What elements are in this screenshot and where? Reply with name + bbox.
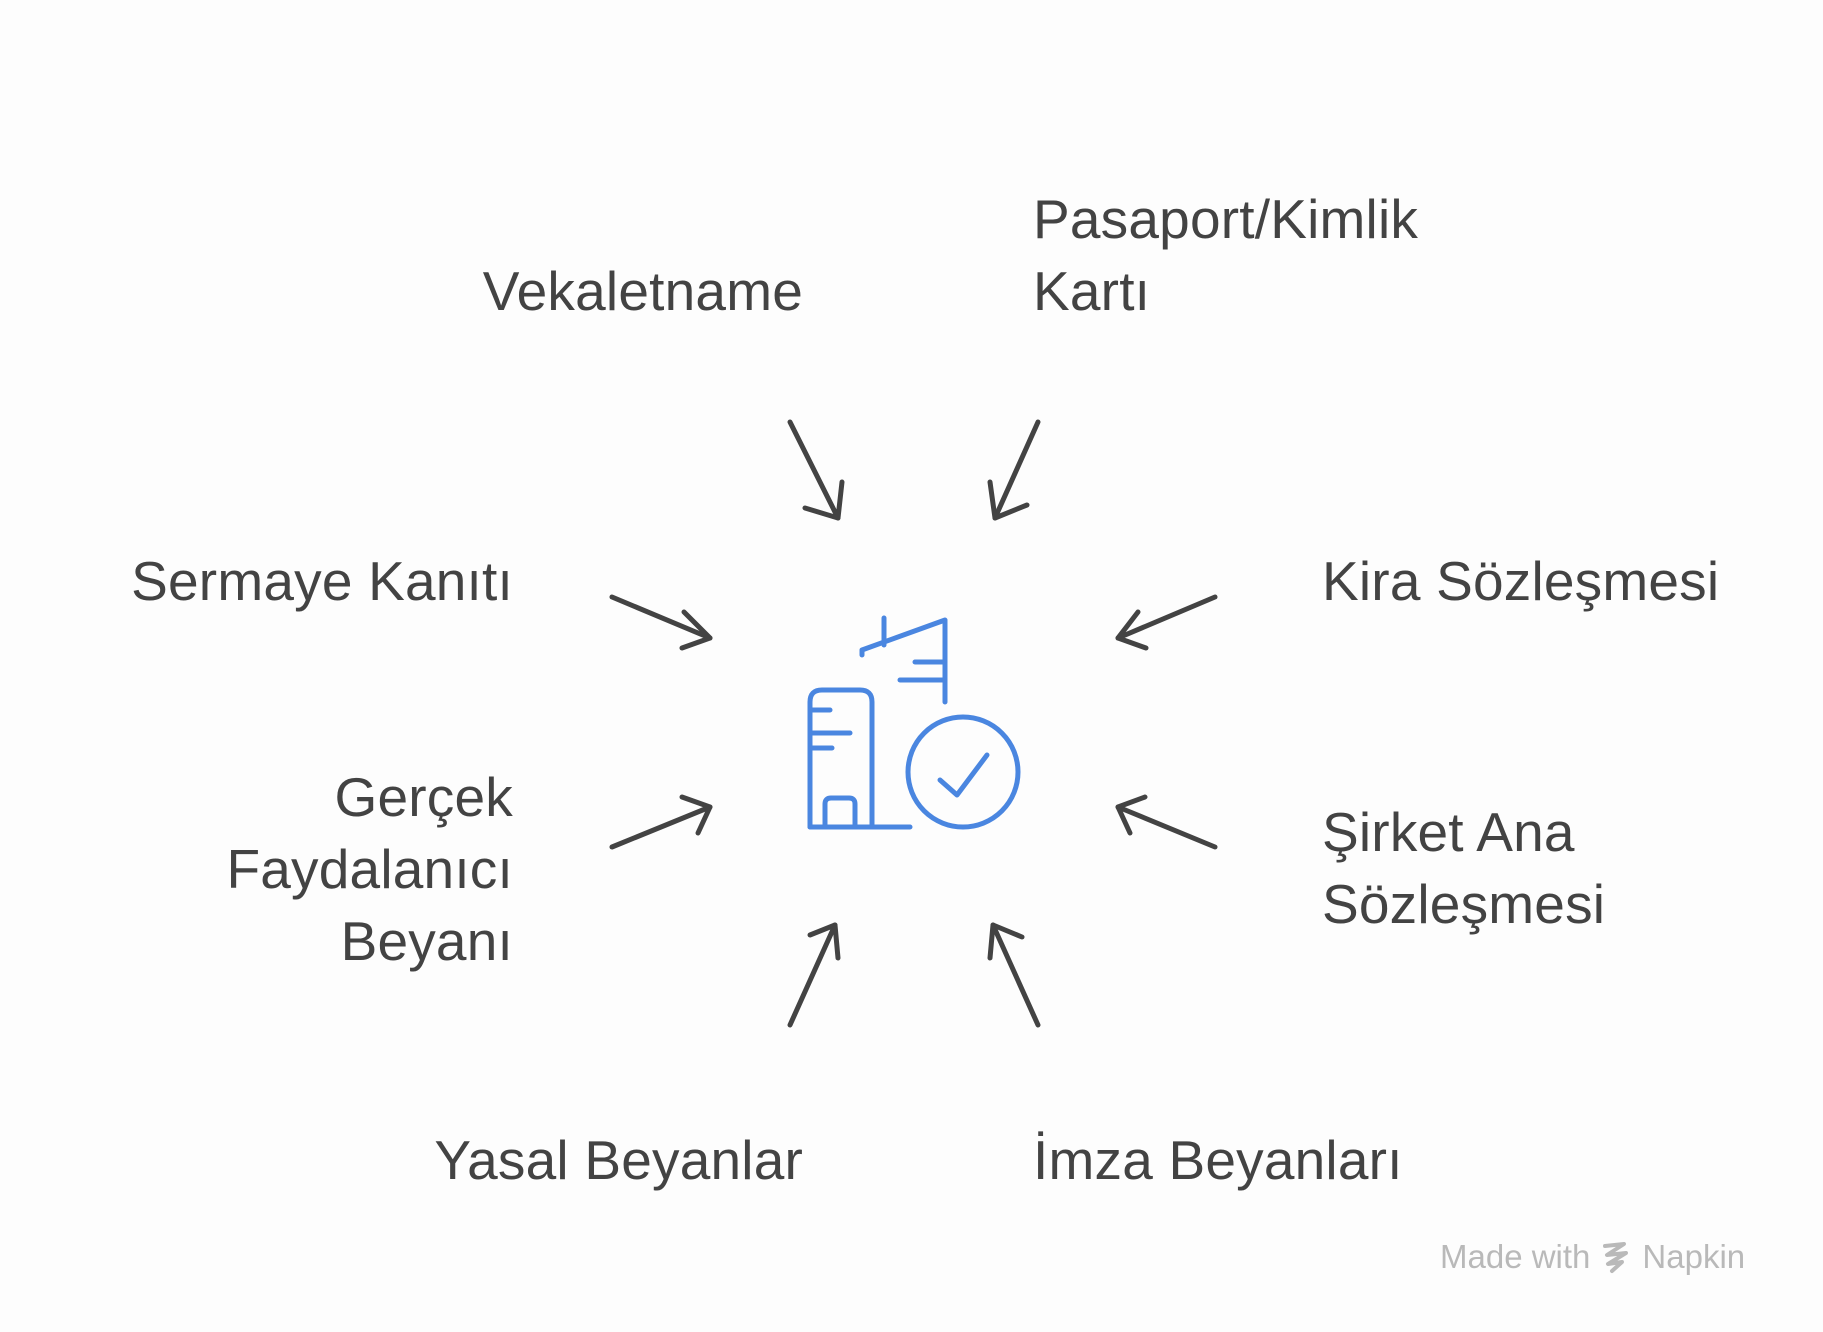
arrow-sermaye-kaniti [609, 594, 713, 651]
node-label: Sermaye Kanıtı [131, 550, 513, 612]
node-label: Yasal Beyanlar [434, 1129, 803, 1191]
arrow-sirket-ana-sozlesmesi [1115, 794, 1218, 850]
node-label: İmza Beyanları [1033, 1129, 1403, 1191]
arrow-pasaport-kimlik [987, 419, 1041, 521]
arrow-kira-sozlesmesi [1115, 594, 1218, 651]
node-label: Beyanı [340, 910, 513, 972]
node-label: Şirket Ana [1322, 801, 1575, 863]
node-sermaye-kaniti: Sermaye Kanıtı [131, 545, 513, 617]
napkin-logo-icon [1603, 1242, 1629, 1273]
arrow-yasal-beyanlar [787, 922, 841, 1028]
node-gercek-faydalanici-beyani: Gerçek Faydalanıcı Beyanı [226, 761, 513, 977]
node-sirket-ana-sozlesmesi: Şirket Ana Sözleşmesi [1322, 796, 1605, 940]
node-label: Vekaletname [482, 260, 803, 322]
watermark: Made with Napkin [1440, 1238, 1745, 1276]
watermark-prefix: Made with [1440, 1238, 1591, 1275]
arrow-vekaletname [787, 419, 845, 521]
node-vekaletname: Vekaletname [483, 255, 803, 327]
node-imza-beyanlari: İmza Beyanları [1033, 1124, 1403, 1196]
node-kira-sozlesmesi: Kira Sözleşmesi [1322, 545, 1719, 617]
node-label: Pasaport/Kimlik [1033, 188, 1419, 250]
node-label: Gerçek [334, 766, 513, 828]
watermark-brand: Napkin [1642, 1238, 1746, 1275]
node-yasal-beyanlar: Yasal Beyanlar [434, 1124, 803, 1196]
node-label: Kira Sözleşmesi [1322, 550, 1720, 612]
arrow-imza-beyanlari [987, 922, 1041, 1028]
node-label: Kartı [1033, 260, 1151, 322]
node-pasaport-kimlik: Pasaport/Kimlik Kartı [1033, 183, 1418, 327]
node-label: Sözleşmesi [1322, 873, 1606, 935]
node-label: Faydalanıcı [226, 838, 513, 900]
building-check-icon [807, 615, 1021, 830]
arrow-gercek-faydalanici [609, 794, 713, 850]
